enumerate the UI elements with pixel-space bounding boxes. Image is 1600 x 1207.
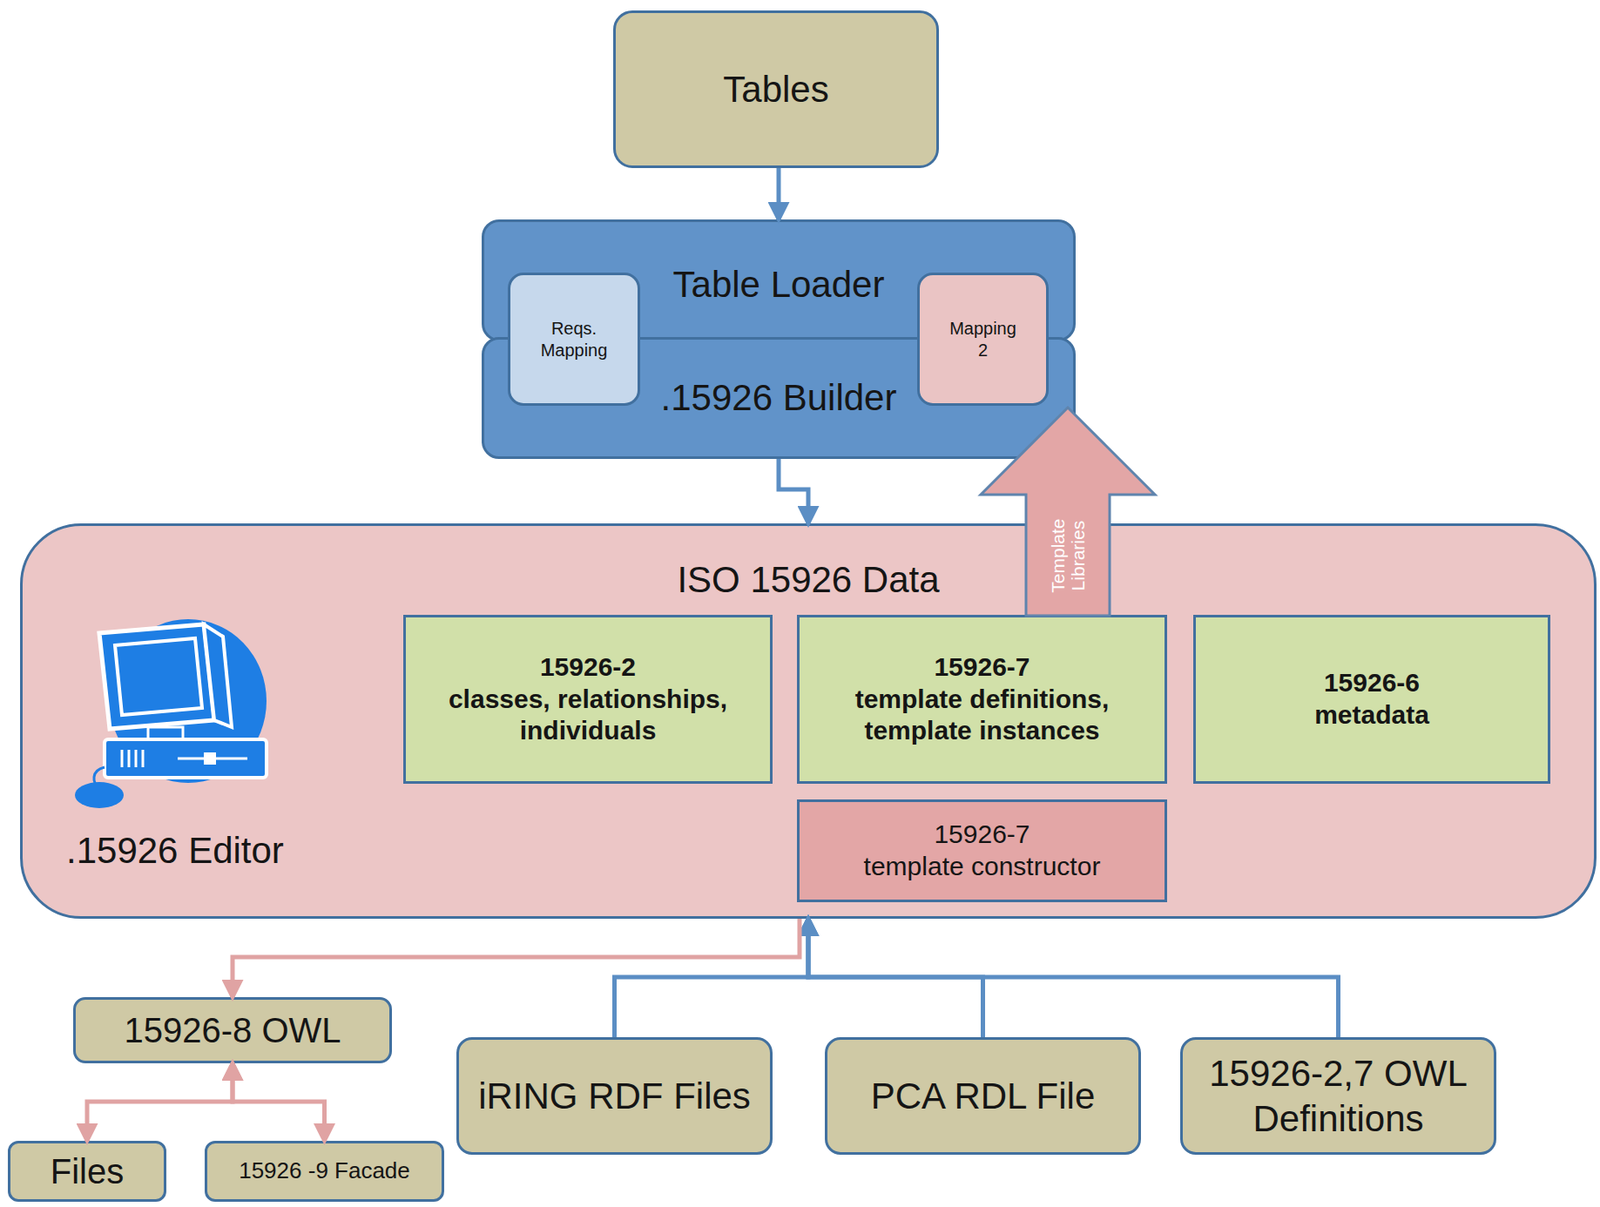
part-box: 15926-7template definitions, template in… xyxy=(796,614,1168,784)
connector xyxy=(808,918,1339,1038)
mapping-box: Mapping 2 xyxy=(917,272,1049,406)
connector xyxy=(87,1063,233,1141)
part-box: 15926-6metadata xyxy=(1193,614,1551,784)
node-text: template constructor xyxy=(864,850,1101,884)
node-title: 15926-7 xyxy=(933,651,1030,684)
connector xyxy=(778,459,809,524)
source-box: 15926-2,7 OWL Definitions xyxy=(1180,1037,1497,1155)
part-box: 15926-7template constructor xyxy=(796,799,1168,903)
node-text: classes, relationships, individuals xyxy=(423,683,753,748)
connector xyxy=(232,1063,325,1141)
input-box: Tables xyxy=(613,10,939,169)
computer-icon xyxy=(73,617,271,811)
tool-band: .15926 BuilderReqs. MappingMapping 2 xyxy=(481,337,1076,460)
connector xyxy=(232,918,800,998)
output-box: 15926 -9 Facade xyxy=(204,1140,445,1202)
node-title: iRING RDF Files xyxy=(478,1073,751,1119)
node-title: 15926-7 xyxy=(933,818,1030,851)
node-title: Tables xyxy=(722,67,829,112)
source-box: iRING RDF Files xyxy=(456,1037,773,1155)
node-text: .15926 Editor xyxy=(66,828,284,873)
node-title: PCA RDL File xyxy=(870,1073,1096,1119)
format-box: 15926-8 OWL xyxy=(73,997,392,1064)
node-text: metadata xyxy=(1314,699,1430,732)
source-box: PCA RDL File xyxy=(824,1037,1141,1155)
node-title: ISO 15926 Data xyxy=(676,557,939,602)
connector xyxy=(776,168,782,220)
node-title: 15926-2,7 OWL Definitions xyxy=(1194,1051,1482,1141)
mapping-box: Reqs. Mapping xyxy=(507,272,641,406)
part-box: 15926-2classes, relationships, individua… xyxy=(403,614,773,784)
node-title: Table Loader xyxy=(673,262,885,307)
node-title: Reqs. Mapping xyxy=(534,317,614,361)
data-region: ISO 15926 Data .15926 Editor 15926-2classe… xyxy=(20,523,1597,919)
connector xyxy=(614,918,810,1038)
node-title: 15926-8 OWL xyxy=(123,1009,341,1053)
node-text: template definitions, template instances xyxy=(816,683,1148,748)
connector xyxy=(808,918,984,1038)
node-title: Mapping 2 xyxy=(945,317,1022,361)
block-arrow xyxy=(980,407,1155,616)
output-box: Files xyxy=(7,1140,167,1202)
edge-label: Template Libraries xyxy=(1047,507,1088,604)
node-title: 15926-2 xyxy=(540,651,636,684)
node-title: 15926-6 xyxy=(1323,667,1420,700)
node-title: 15926 -9 Facade xyxy=(238,1157,411,1186)
node-title: Files xyxy=(50,1150,124,1194)
node-title: .15926 Builder xyxy=(661,375,898,420)
